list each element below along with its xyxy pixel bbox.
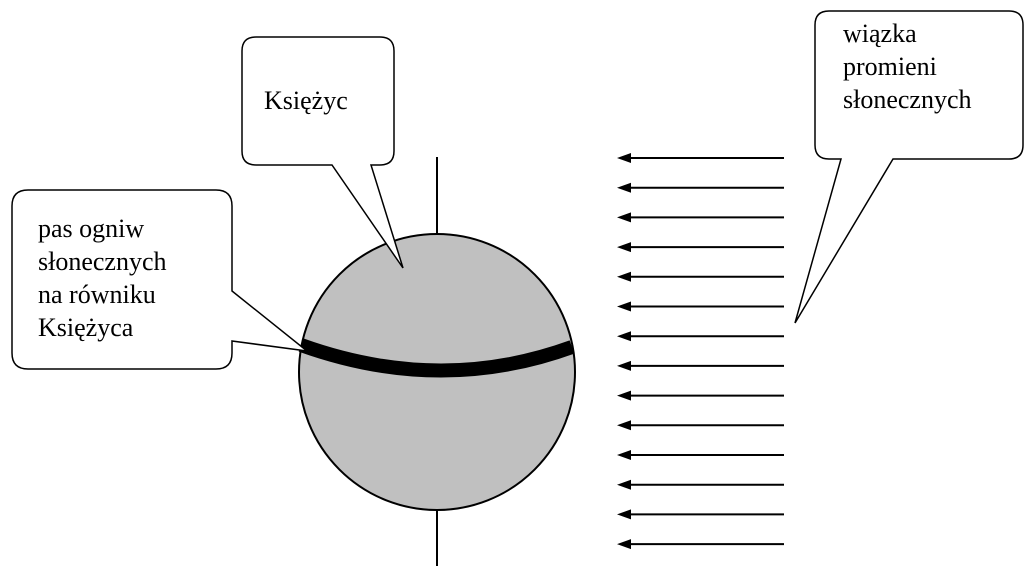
sun-ray-arrow [617, 479, 784, 490]
solar-cell-belt [298, 338, 575, 378]
sun-ray-arrow [617, 182, 784, 193]
sun-ray-arrow [617, 420, 784, 431]
sun-ray-arrow [617, 212, 784, 223]
sun-ray-arrow [617, 539, 784, 550]
sun-ray-arrow [617, 242, 784, 253]
sunbeam-label: wiązka promieni słonecznych [843, 19, 972, 114]
sun-ray-arrow [617, 271, 784, 282]
moon-callout-bubble [241, 36, 404, 269]
sun-ray-arrow [617, 450, 784, 460]
sun-ray-arrow [617, 331, 784, 342]
moon-label: Księżyc [264, 86, 348, 115]
sun-ray-arrows [617, 153, 784, 550]
solar-belt-callout-bubble [11, 189, 310, 370]
sun-ray-arrow [617, 360, 784, 371]
sun-ray-arrow [617, 509, 784, 520]
sun-ray-arrow [617, 301, 784, 312]
sun-ray-arrow [617, 390, 784, 401]
sun-ray-arrow [617, 153, 784, 163]
sunbeam-callout-bubble [794, 10, 1024, 324]
solar-belt-label: pas ogniw słonecznych na równiku Księżyc… [38, 214, 167, 342]
